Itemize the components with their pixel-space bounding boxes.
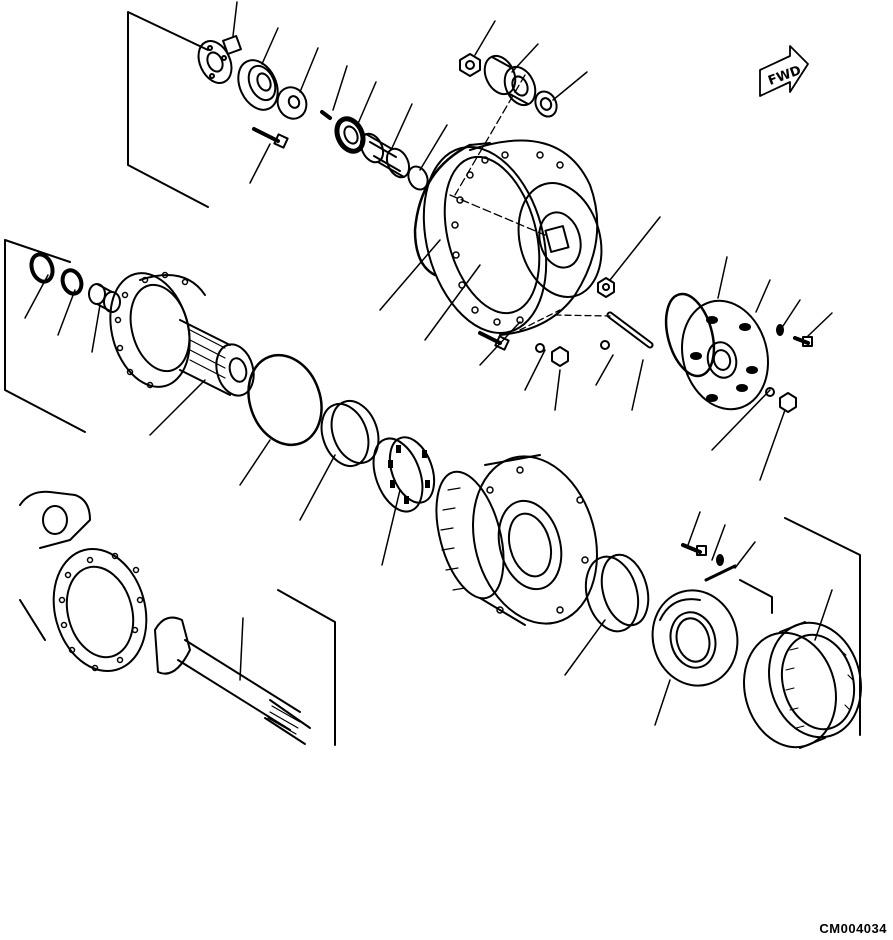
planetary-housing bbox=[422, 139, 603, 336]
wheel-hub-gear bbox=[435, 454, 598, 626]
cover-oring bbox=[664, 292, 716, 378]
nut-top bbox=[459, 53, 481, 77]
o-ring-housing bbox=[413, 142, 491, 277]
nut-housing bbox=[597, 277, 615, 298]
washer-cover bbox=[765, 387, 775, 397]
thrust-washer bbox=[276, 86, 308, 120]
axle-shaft bbox=[154, 616, 311, 745]
carrier-plate-small bbox=[197, 35, 242, 84]
group-bracket-shaft bbox=[277, 589, 336, 746]
group-bracket-left bbox=[4, 239, 86, 433]
end-cover bbox=[681, 299, 769, 411]
group-bracket-right bbox=[739, 517, 861, 736]
bearing-race-hub bbox=[584, 553, 650, 633]
bushing-left bbox=[88, 283, 121, 313]
seal-ring-left-2 bbox=[60, 268, 84, 296]
bolt-cover-small bbox=[776, 324, 813, 347]
bolt-housing bbox=[478, 331, 510, 351]
ring-gear-large bbox=[743, 621, 862, 749]
axle-housing bbox=[19, 490, 148, 673]
leader-lines bbox=[24, 1, 833, 726]
dashed-centerline-top bbox=[449, 74, 546, 236]
fwd-arrow bbox=[759, 45, 809, 97]
bolt-ring-gear bbox=[681, 543, 737, 582]
pin-small bbox=[320, 110, 332, 120]
needle-bearing bbox=[359, 132, 411, 179]
roller-bearing-top bbox=[483, 54, 537, 107]
brake-hub bbox=[651, 589, 739, 687]
nut-cover bbox=[779, 392, 797, 413]
pin-housing bbox=[535, 343, 545, 353]
bearing-race-1 bbox=[320, 400, 380, 467]
seal-ring-left-1 bbox=[29, 252, 55, 284]
nut-housing-lower bbox=[551, 346, 569, 367]
large-o-ring bbox=[247, 353, 323, 447]
oil-seal-ring bbox=[334, 116, 366, 154]
cone-bearing-top bbox=[534, 90, 558, 118]
snap-ring bbox=[407, 165, 429, 191]
bearing-race-2 bbox=[372, 436, 436, 513]
drawing-code: CM004034 bbox=[819, 921, 887, 936]
group-bracket-top-left bbox=[127, 11, 209, 208]
ball-small bbox=[600, 340, 610, 350]
bearing-top bbox=[237, 59, 279, 111]
bolt-small-top bbox=[252, 127, 289, 149]
spindle-flange bbox=[109, 271, 255, 397]
shaft-pin bbox=[606, 311, 654, 349]
dashed-centerline-pin bbox=[519, 309, 611, 331]
